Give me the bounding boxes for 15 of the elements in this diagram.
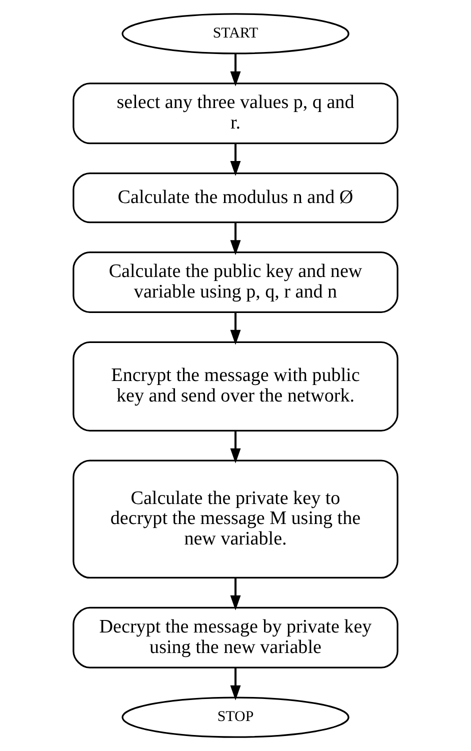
node-box: Calculate the private key to decrypt the message M using the new variable. — [72, 460, 398, 579]
node-box: Decrypt the message by private key using the new variable — [72, 606, 398, 668]
node-ellipse: START — [122, 13, 350, 54]
arrow — [230, 578, 241, 610]
arrow — [230, 668, 241, 700]
arrow — [230, 222, 241, 256]
arrow — [230, 430, 241, 464]
node-box: Calculate the modulus n and Ø — [72, 172, 398, 224]
node-box: Encrypt the message with public key and send over the network. — [72, 341, 398, 432]
node-box: select any three values p, q and r. — [72, 82, 398, 144]
arrow — [230, 312, 241, 345]
arrow — [230, 54, 241, 86]
node-ellipse: STOP — [122, 696, 350, 738]
node-box: Calculate the public key and new variable using p, q, r and n — [72, 251, 398, 313]
arrow — [230, 144, 241, 176]
